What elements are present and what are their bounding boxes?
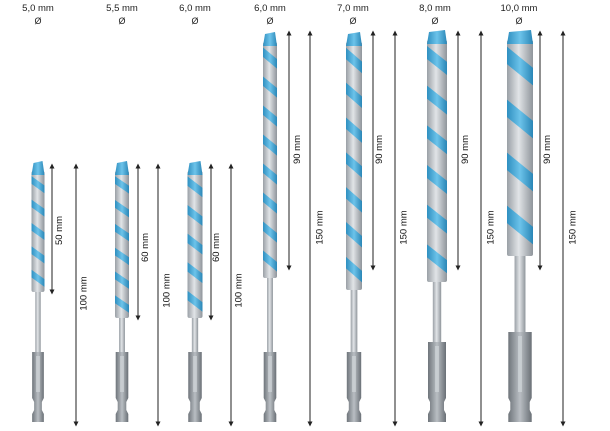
bit-4-size: 6,0 mm [254, 3, 286, 14]
bit-7-working-length-label: 90 mm [542, 134, 554, 165]
drill-bit-2 [115, 161, 129, 422]
bit-6-working-length-label: 90 mm [460, 134, 472, 165]
bit-2-working-length-label: 60 mm [140, 232, 152, 263]
bit-5-header: 7,0 mm Ø [318, 3, 388, 27]
bit-2-total-length-label: 100 mm [161, 273, 173, 308]
bit-1-size: 5,0 mm [22, 3, 54, 14]
bit-7-size: 10,0 mm [500, 3, 538, 14]
bit-4-working-length-label: 90 mm [292, 134, 304, 165]
bit-1-working-length-label: 50 mm [54, 215, 66, 246]
bit-3-total-length-label: 100 mm [233, 273, 245, 308]
bit-7-diameter-symbol: Ø [515, 16, 523, 26]
bit-6-diameter-symbol: Ø [431, 16, 439, 26]
drill-bit-6 [427, 30, 447, 422]
bit-6-size: 8,0 mm [419, 3, 451, 14]
bit-6-header: 8,0 mm Ø [400, 3, 470, 27]
bit-2-header: 5,5 mm Ø [87, 3, 157, 27]
bit-5-total-length-label: 150 mm [398, 210, 410, 245]
bit-4-total-length-label: 150 mm [314, 210, 326, 245]
bit-7-total-length-label: 150 mm [567, 210, 579, 245]
drill-bit-4 [263, 32, 277, 422]
drill-bit-7 [507, 30, 533, 422]
bit-6-total-length-label: 150 mm [485, 210, 497, 245]
bit-1-diameter-symbol: Ø [34, 16, 42, 26]
bit-4-diameter-symbol: Ø [266, 16, 274, 26]
bit-5-working-length-label: 90 mm [374, 134, 386, 165]
bit-2-diameter-symbol: Ø [118, 16, 126, 26]
bit-1-total-length-label: 100 mm [78, 276, 90, 311]
drill-bit-3 [187, 161, 203, 422]
bit-7-header: 10,0 mm Ø [484, 3, 554, 27]
bit-4-header: 6,0 mm Ø [235, 3, 305, 27]
bit-2-size: 5,5 mm [106, 3, 138, 14]
bit-5-diameter-symbol: Ø [349, 16, 357, 26]
drill-bit-5 [346, 32, 362, 422]
bit-1-header: 5,0 mm Ø [3, 3, 73, 27]
bit-3-header: 6,0 mm Ø [160, 3, 230, 27]
drill-bit-1 [31, 161, 45, 422]
bit-3-working-length-label: 60 mm [211, 232, 223, 263]
bit-3-diameter-symbol: Ø [191, 16, 199, 26]
bit-3-size: 6,0 mm [179, 3, 211, 14]
bit-5-size: 7,0 mm [337, 3, 369, 14]
